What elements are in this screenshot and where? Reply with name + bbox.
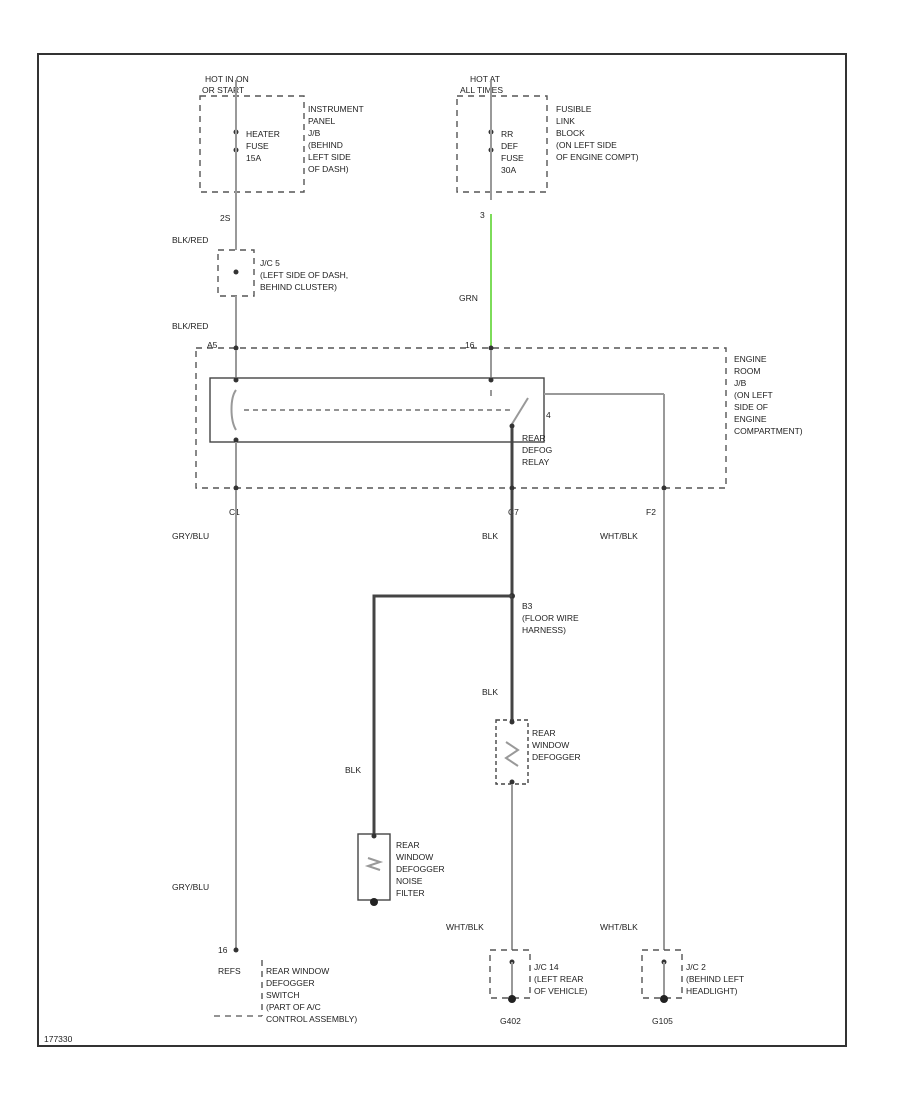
jc5-label-2: (LEFT SIDE OF DASH, [260,270,348,280]
jc14-label-1: J/C 14 [534,962,559,972]
heater-fuse-label-3: 15A [246,153,261,163]
jc2-label-1: J/C 2 [686,962,706,972]
fusible-link-label-2: LINK [556,116,575,126]
wire-label-blk-red-1: BLK/RED [172,235,208,245]
defogger-label-3: DEFOGGER [532,752,581,762]
wire-label-wht-blk-3: WHT/BLK [600,922,638,932]
wire-label-grn: GRN [459,293,478,303]
b3-label-1: (FLOOR WIRE [522,613,579,623]
fusible-link-label-3: BLOCK [556,128,585,138]
rear-defog-relay [209,350,665,488]
rr-def-fuse-label-4: 30A [501,165,516,175]
noise-filter-label-4: NOISE [396,876,423,886]
b3-label-2: HARNESS) [522,625,566,635]
connector-b3: B3 [522,601,533,611]
engine-jb-label-7: COMPARTMENT) [734,426,803,436]
wire-label-blk-3: BLK [345,765,361,775]
switch-label-2: DEFOGGER [266,978,315,988]
diagram-id: 177330 [44,1034,73,1044]
relay-label-3: RELAY [522,457,550,467]
connector-a5: A5 [207,340,218,350]
left-hot-label-1: HOT IN ON [205,74,249,84]
wire-label-wht-blk-2: WHT/BLK [600,531,638,541]
wire-label-wht-blk-1: WHT/BLK [446,922,484,932]
rear-window-defogger-switch [214,947,263,1017]
jc5-label-3: BEHIND CLUSTER) [260,282,337,292]
switch-label-4: (PART OF A/C [266,1002,321,1012]
engine-room-jb-box [195,347,727,489]
connector-switch-16: 16 [218,945,228,955]
jc14 [489,949,531,1003]
ip-jb-label-6: OF DASH) [308,164,349,174]
defogger-label-1: REAR [532,728,556,738]
relay-label-1: REAR [522,433,546,443]
connector-c1: C1 [229,507,240,517]
rr-def-fuse-label-3: FUSE [501,153,524,163]
connector-c7: C7 [508,507,519,517]
engine-jb-label-5: SIDE OF [734,402,768,412]
jc14-label-3: OF VEHICLE) [534,986,588,996]
fusible-link-block-box [456,95,548,193]
ground-g402: G402 [500,1016,521,1026]
right-hot-label-1: HOT AT [470,74,500,84]
ip-jb-label-3: J/B [308,128,321,138]
connector-f2: F2 [646,507,656,517]
jc14-label-2: (LEFT REAR [534,974,583,984]
engine-jb-label-4: (ON LEFT [734,390,773,400]
ip-jb-label-5: LEFT SIDE [308,152,351,162]
noise-filter-label-5: FILTER [396,888,425,898]
jc2-label-3: HEADLIGHT) [686,986,738,996]
fusible-link-label-1: FUSIBLE [556,104,592,114]
engine-jb-label-1: ENGINE [734,354,767,364]
noise-filter-label-3: DEFOGGER [396,864,445,874]
wire-label-gry-blu-1: GRY/BLU [172,531,209,541]
switch-label-1: REAR WINDOW [266,966,329,976]
engine-jb-label-3: J/B [734,378,747,388]
right-hot-label-2: ALL TIMES [460,85,503,95]
heater-fuse-label-1: HEATER [246,129,280,139]
noise-filter-label-1: REAR [396,840,420,850]
instrument-panel-jb-box [199,95,305,193]
switch-label-5: CONTROL ASSEMBLY) [266,1014,357,1024]
wire-label-gry-blu-2: GRY/BLU [172,882,209,892]
connector-3: 3 [480,210,485,220]
wire-label-blk-1: BLK [482,531,498,541]
heater-fuse-label-2: FUSE [246,141,269,151]
rear-window-defogger [495,719,529,785]
ip-jb-label-2: PANEL [308,116,336,126]
rr-def-fuse-label-1: RR [501,129,513,139]
jc2-label-2: (BEHIND LEFT [686,974,744,984]
fusible-link-label-4: (ON LEFT SIDE [556,140,617,150]
wire-blk-branch [372,594,512,834]
jc2 [641,949,683,1003]
engine-jb-label-2: ROOM [734,366,760,376]
engine-jb-label-6: ENGINE [734,414,767,424]
wire-label-blk-2: BLK [482,687,498,697]
ip-jb-label-4: (BEHIND [308,140,343,150]
ground-g105: G105 [652,1016,673,1026]
diagram-frame [37,53,847,1047]
noise-filter [357,833,391,906]
connector-2s: 2S [220,213,231,223]
noise-filter-label-2: WINDOW [396,852,433,862]
wire-label-blk-red-2: BLK/RED [172,321,208,331]
rr-def-fuse-label-2: DEF [501,141,518,151]
switch-refs-label: REFS [218,966,241,976]
defogger-label-2: WINDOW [532,740,569,750]
jc5-label-1: J/C 5 [260,258,280,268]
connector-4: 4 [546,410,551,420]
relay-label-2: DEFOG [522,445,552,455]
ip-jb-label-1: INSTRUMENT [308,104,364,114]
fusible-link-label-5: OF ENGINE COMPT) [556,152,639,162]
left-hot-label-2: OR START [202,85,244,95]
connector-16: 16 [465,340,475,350]
switch-label-3: SWITCH [266,990,300,1000]
